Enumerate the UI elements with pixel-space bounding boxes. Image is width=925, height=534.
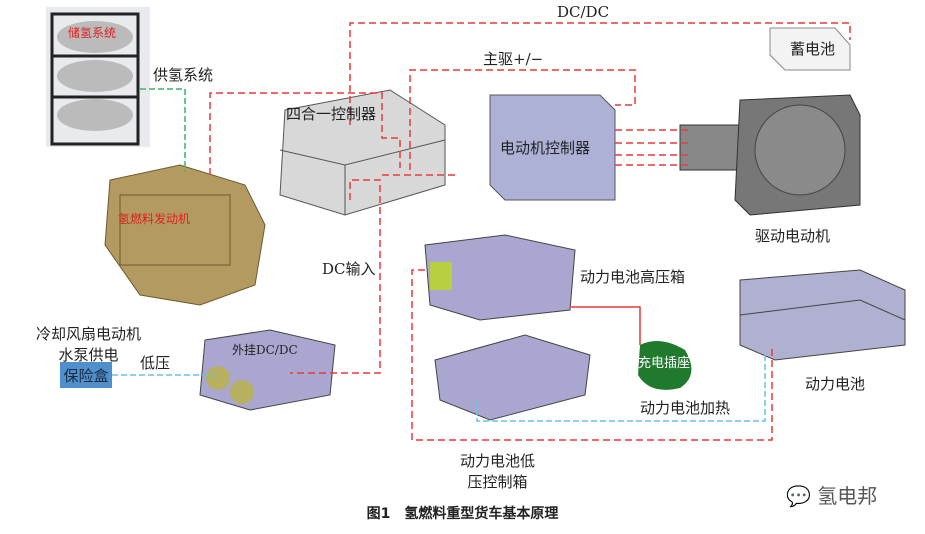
hydrogen-line xyxy=(140,88,186,172)
cooling-label-line2: 水泵供电 xyxy=(58,346,119,364)
external-dcdc-label: 外挂DC/DC xyxy=(232,343,298,357)
wechat-icon: 💬 xyxy=(786,484,811,508)
main-drive-label: 主驱+/− xyxy=(483,50,544,68)
hv-wiring xyxy=(209,22,851,441)
battery-hv-line xyxy=(411,269,773,441)
fuse-box: 保险盒 xyxy=(60,362,112,388)
charging-socket-image xyxy=(638,341,692,390)
heating-line xyxy=(476,355,766,422)
motor-phase-lines xyxy=(615,129,690,166)
lv-control-box-label-line1: 动力电池低 xyxy=(460,452,536,470)
four-in-one-controller-image xyxy=(279,89,446,216)
hv-box-label: 动力电池高压箱 xyxy=(580,268,686,286)
lv-control-box-image xyxy=(434,334,591,421)
battery-heating-label: 动力电池加热 xyxy=(640,399,731,417)
fuel-cell-engine-image xyxy=(104,164,266,306)
power-battery-image xyxy=(739,269,906,361)
battery-image xyxy=(769,27,851,71)
charging-line xyxy=(570,306,641,345)
charging-socket-label: 充电插座 xyxy=(638,356,691,371)
cooling-label-line1: 冷却风扇电动机 xyxy=(36,325,142,343)
external-dcdc-image xyxy=(199,329,336,411)
engine-controller-line xyxy=(209,92,401,175)
watermark: 💬 氢电邦 xyxy=(786,480,877,509)
four-in-one-controller-label: 四合一控制器 xyxy=(286,105,377,123)
low-voltage-label: 低压 xyxy=(140,354,171,372)
drive-motor-image xyxy=(679,94,861,216)
lv-control-box-label: 动力电池低压控制箱 xyxy=(460,450,535,492)
motor-controller-image xyxy=(489,94,616,201)
hv-box-image xyxy=(424,234,576,321)
battery-label: 蓄电池 xyxy=(790,40,836,58)
fuel-cell-engine-label: 氢燃料发动机 xyxy=(118,212,191,226)
power-battery-label: 动力电池 xyxy=(805,375,866,393)
cooling-label: 冷却风扇电动机水泵供电 xyxy=(36,323,141,365)
dc-input-line xyxy=(290,179,381,374)
lv-control-box-label-line2: 压控制箱 xyxy=(467,473,528,491)
hydrogen-supply-label: 供氢系统 xyxy=(153,66,214,84)
main-drive-line xyxy=(409,69,636,170)
watermark-text: 氢电邦 xyxy=(817,484,878,508)
motor-controller-label: 电动机控制器 xyxy=(500,139,591,157)
dcdc-label: DC/DC xyxy=(557,3,610,21)
dc-input-label: DC输入 xyxy=(322,260,376,278)
dcdc-line xyxy=(349,22,851,125)
figure-caption: 图1 氢燃料重型货车基本原理 xyxy=(366,506,559,522)
drive-motor-label: 驱动电动机 xyxy=(755,227,831,245)
hydrogen-storage-label: 储氢系统 xyxy=(68,26,117,40)
hydrogen-storage-image xyxy=(46,7,150,147)
